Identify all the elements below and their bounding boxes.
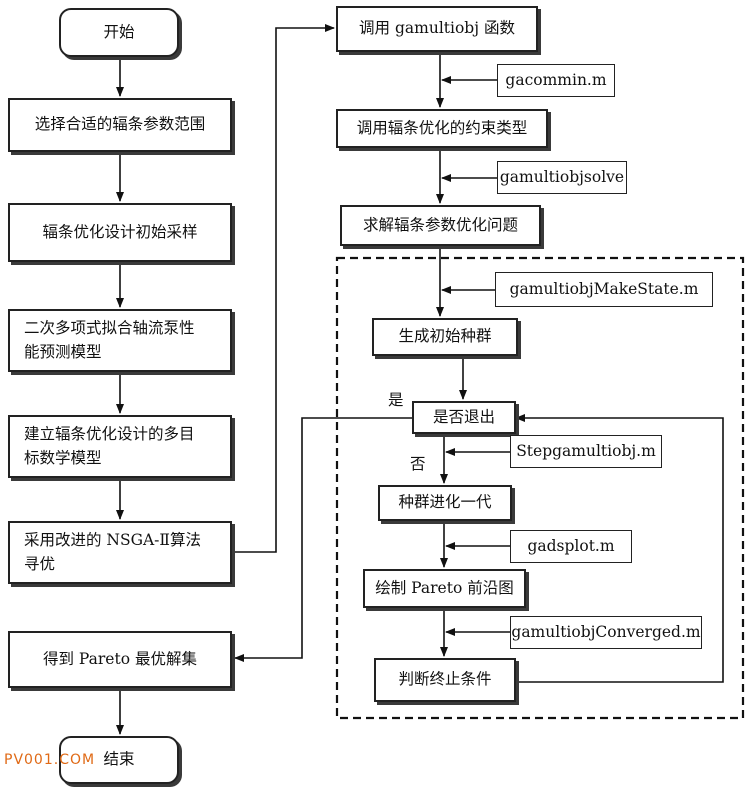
file-step: Stepgamultiobj.m (510, 435, 662, 468)
constraint-type-label: 调用辐条优化的约束类型 (356, 118, 528, 137)
arrow-check-loop-back (515, 414, 724, 683)
check-stop-node: 判断终止条件 (374, 658, 516, 702)
multi-objective-node: 建立辐条优化设计的多目标数学模型 (8, 415, 232, 478)
start-node: 开始 (59, 8, 179, 57)
evolve-node: 种群进化一代 (378, 485, 512, 521)
arrow-exit-yes-to-pareto (234, 417, 412, 662)
plot-pareto-node: 绘制 Pareto 前沿图 (363, 569, 526, 608)
check-stop-label: 判断终止条件 (398, 670, 492, 689)
nsga-line-1: 采用改进的 NSGA-Ⅱ算法 (24, 531, 201, 550)
file-make-state-label: gamultiobjMakeState.m (509, 279, 699, 298)
start-label: 开始 (103, 22, 135, 41)
solve-problem-label: 求解辐条参数优化问题 (362, 215, 518, 234)
call-function-node: 调用 gamultiobj 函数 (336, 6, 538, 52)
no-branch-label: 否 (410, 455, 426, 473)
exit-check-node: 是否退出 (412, 401, 516, 434)
plot-pareto-label: 绘制 Pareto 前沿图 (375, 578, 514, 597)
optimization-loop-boundary (335, 256, 745, 720)
file-make-state: gamultiobjMakeState.m (495, 272, 713, 307)
init-population-node: 生成初始种群 (372, 318, 518, 356)
solve-problem-node: 求解辐条参数优化问题 (340, 205, 541, 246)
arrow-nsga-to-call (233, 24, 335, 553)
pareto-set-label: 得到 Pareto 最优解集 (43, 649, 197, 668)
file-gadsplot: gadsplot.m (510, 530, 632, 563)
nsga-line-2: 寻优 (24, 554, 56, 573)
poly-model-node: 二次多项式拟合轴流泵性能预测模型 (8, 309, 232, 372)
select-range-label: 选择合适的辐条参数范围 (34, 115, 206, 134)
file-solve-label: gamultiobjsolve (499, 167, 625, 186)
initial-sampling-label: 辐条优化设计初始采样 (42, 222, 198, 241)
file-step-label: Stepgamultiobj.m (516, 441, 656, 460)
file-gacommin: gacommin.m (497, 64, 615, 97)
initial-sampling-node: 辐条优化设计初始采样 (8, 203, 232, 262)
end-node: 结束 (59, 736, 179, 784)
exit-check-label: 是否退出 (432, 407, 495, 426)
init-population-label: 生成初始种群 (398, 327, 492, 346)
evolve-label: 种群进化一代 (398, 493, 492, 512)
file-solve: gamultiobjsolve (497, 161, 627, 194)
poly-model-line-1: 二次多项式拟合轴流泵性 (24, 319, 195, 338)
multi-objective-line-2: 标数学模型 (24, 448, 102, 467)
pareto-set-node: 得到 Pareto 最优解集 (8, 631, 232, 688)
file-converged-label: gamultiobjConverged.m (511, 622, 701, 641)
select-range-node: 选择合适的辐条参数范围 (8, 98, 232, 152)
file-gacommin-label: gacommin.m (505, 70, 607, 89)
end-label: 结束 (103, 750, 135, 769)
multi-objective-line-1: 建立辐条优化设计的多目 (24, 425, 195, 444)
constraint-type-node: 调用辐条优化的约束类型 (336, 109, 548, 148)
poly-model-line-2: 能预测模型 (24, 342, 102, 361)
call-function-label: 调用 gamultiobj 函数 (359, 19, 515, 38)
file-gadsplot-label: gadsplot.m (527, 536, 615, 555)
watermark: PV001.COM (4, 752, 96, 768)
file-converged: gamultiobjConverged.m (510, 616, 702, 649)
yes-branch-label: 是 (388, 391, 404, 409)
nsga-node: 采用改进的 NSGA-Ⅱ算法寻优 (8, 521, 232, 584)
